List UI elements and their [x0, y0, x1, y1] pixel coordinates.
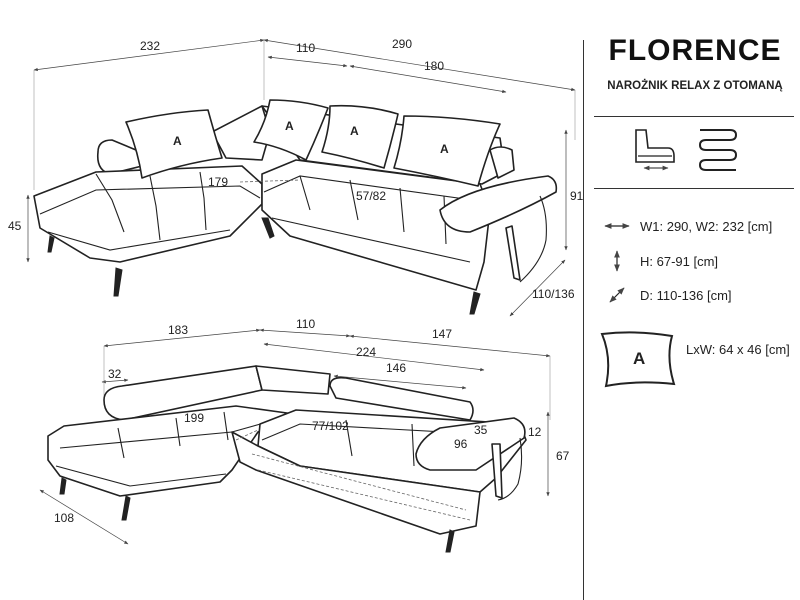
dim-seat-height: 45 — [8, 219, 22, 233]
dim-height: 67 — [556, 449, 570, 463]
product-subtitle: NAROŻNIK RELAX Z OTOMANĄ — [607, 80, 783, 92]
product-title: FLORENCE — [608, 34, 782, 67]
dim-seat-depth: 77/102 — [312, 419, 349, 433]
dim-height: 91 — [570, 189, 584, 203]
dim-width-left: 232 — [140, 39, 160, 53]
pillow-label: A — [285, 119, 294, 133]
dim-mid-width: 110 — [296, 317, 315, 331]
dim-arm-width: 35 — [474, 423, 488, 437]
spec-height: H: 67-91 [cm] — [594, 249, 794, 273]
spec-width-text: W1: 290, W2: 232 [cm] — [640, 218, 773, 234]
depth-arrows-icon — [594, 285, 640, 305]
dim-total-width: 224 — [356, 345, 376, 359]
height-arrows-icon — [594, 249, 640, 273]
bottom-view: 183 110 147 224 146 32 199 77/102 35 96 … — [39, 317, 570, 553]
dim-width-right: 290 — [392, 37, 412, 51]
pillow-shape-icon: A — [600, 331, 676, 388]
sofa-technical-drawing: A A A A 232 290 110 180 91 45 110/136 17… — [8, 37, 584, 553]
pillow-label: A — [173, 134, 182, 148]
dim-width-right: 147 — [432, 327, 452, 341]
spec-width: W1: 290, W2: 232 [cm] — [594, 214, 794, 238]
dim-arm-depth: 96 — [454, 437, 468, 451]
dim-back-width: 146 — [386, 361, 406, 375]
dim-chaise-width: 180 — [424, 59, 444, 73]
top-view: A A A A 232 290 110 180 91 45 110/136 17… — [8, 37, 584, 317]
pillow-size-text: LxW: 64 x 46 [cm] — [686, 342, 790, 357]
pillow-letter: A — [633, 349, 645, 368]
dim-arm-height: 12 — [528, 425, 542, 439]
divider — [594, 188, 794, 189]
spec-depth-text: D: 110-136 [cm] — [640, 287, 732, 303]
dim-depth: 108 — [54, 511, 74, 525]
info-panel: FLORENCE NAROŻNIK RELAX Z OTOMANĄ W1: 29… — [590, 0, 800, 600]
width-arrows-icon — [594, 221, 640, 231]
dim-chaise-length: 199 — [184, 411, 204, 425]
pillow-label: A — [350, 124, 359, 138]
panel-divider — [583, 40, 584, 600]
dim-chaise-length: 179 — [208, 175, 228, 189]
spring-suspension-icon — [698, 129, 738, 171]
spec-depth: D: 110-136 [cm] — [594, 283, 794, 307]
divider — [594, 116, 794, 117]
dim-seat-depth: 57/82 — [356, 189, 386, 203]
dim-seat-width: 110 — [296, 41, 315, 55]
pillow-label: A — [440, 142, 449, 156]
dim-arm: 32 — [108, 367, 122, 381]
dim-depth: 110/136 — [532, 287, 575, 301]
recliner-function-icon — [635, 129, 675, 171]
spec-height-text: H: 67-91 [cm] — [640, 253, 719, 269]
dim-width-left: 183 — [168, 323, 188, 337]
